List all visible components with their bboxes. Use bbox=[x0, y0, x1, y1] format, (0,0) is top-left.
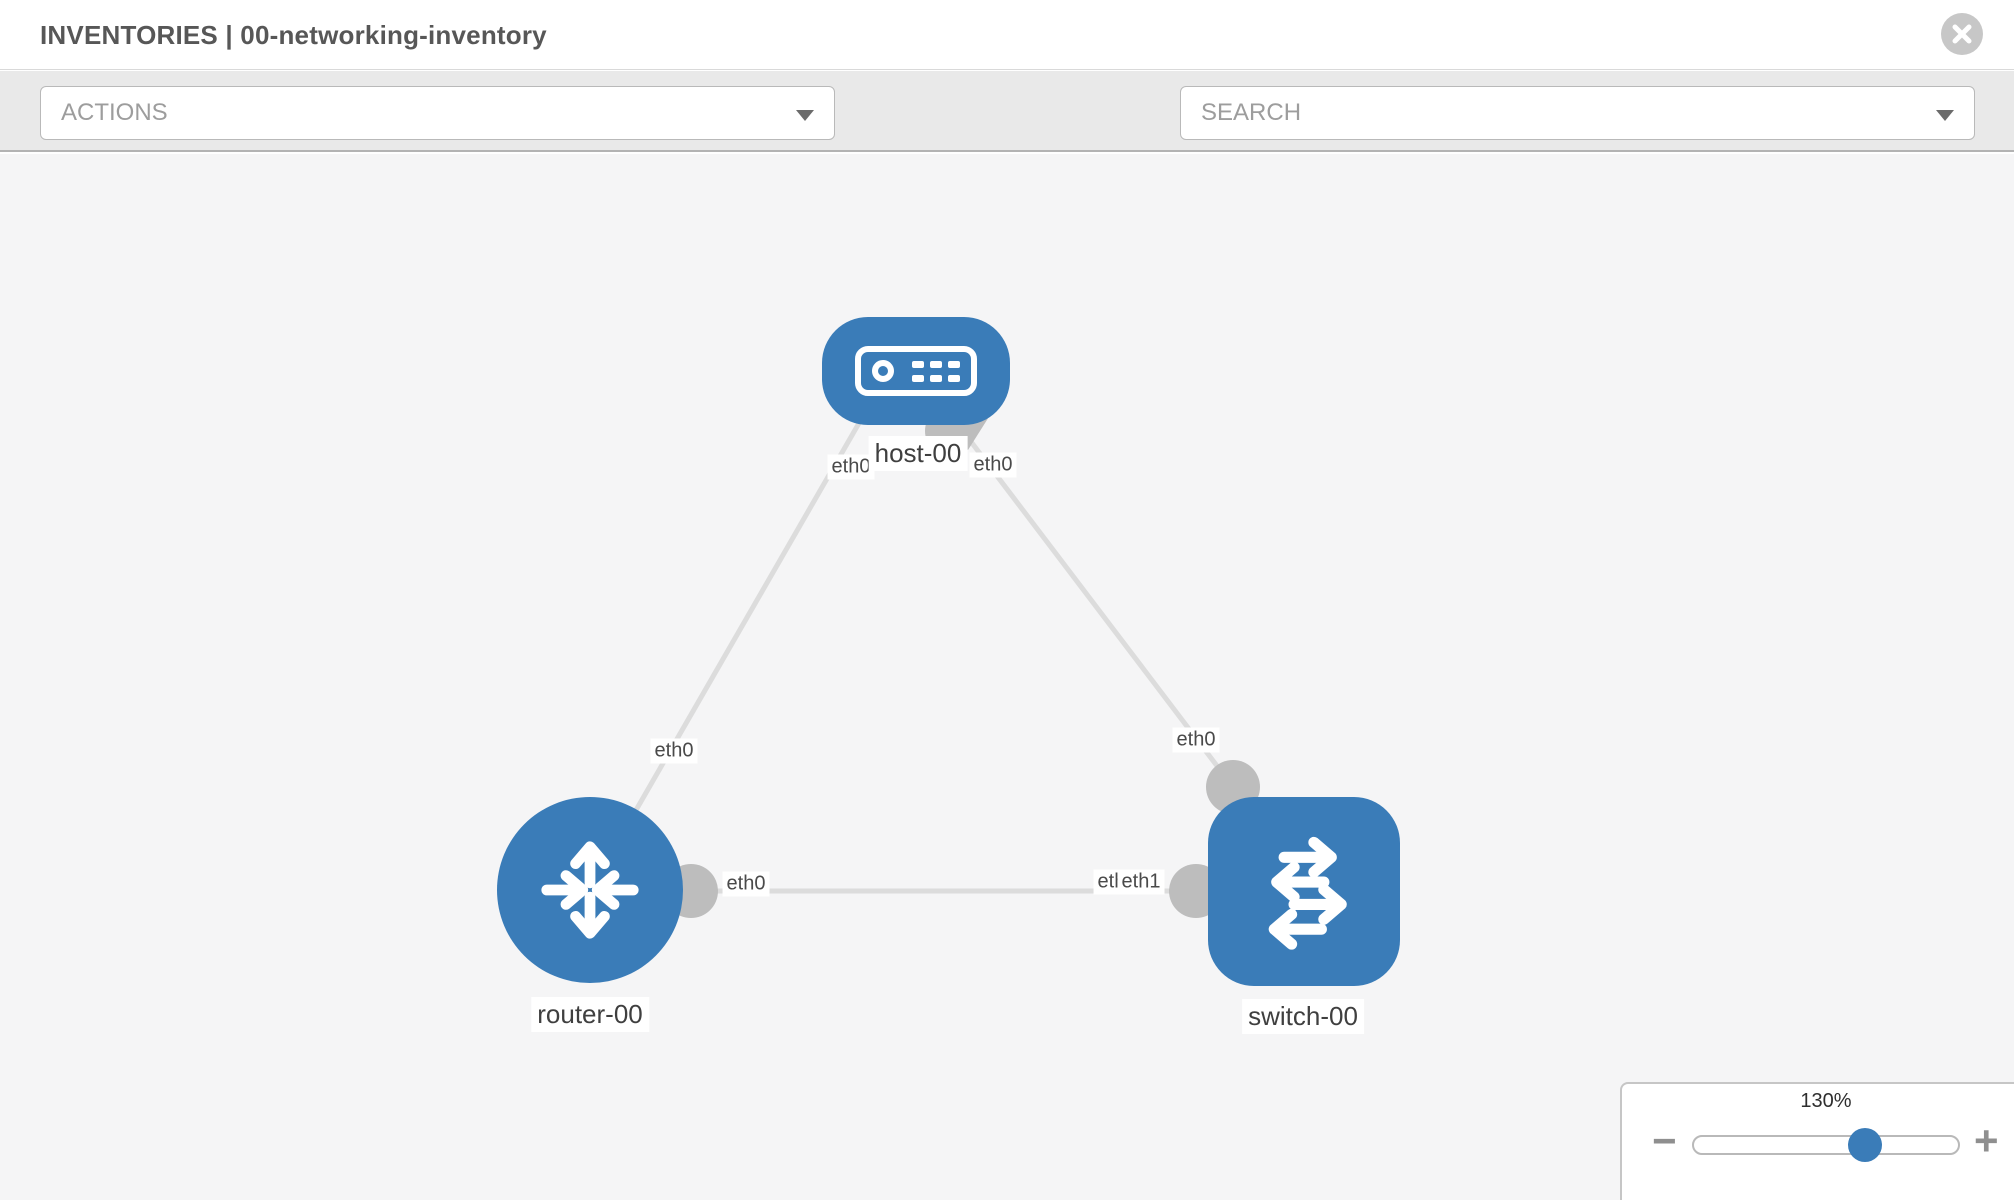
node-switch-00[interactable] bbox=[1208, 797, 1400, 986]
chevron-down-icon bbox=[796, 110, 814, 121]
interface-label-switch-left-eth1: eth1 bbox=[1117, 869, 1165, 895]
interface-label-link1-mid: eth0 bbox=[650, 738, 698, 764]
zoom-percent-value: 130% bbox=[1800, 1090, 1852, 1112]
zoom-slider-track[interactable] bbox=[1692, 1135, 1960, 1155]
search-dropdown[interactable]: SEARCH bbox=[1180, 86, 1975, 140]
interface-label-switch-top: eth0 bbox=[1172, 727, 1220, 753]
topology-canvas[interactable]: host-00 router-00 switch-00 eth0 eth0 et… bbox=[0, 154, 2014, 1200]
close-icon bbox=[1952, 24, 1972, 44]
node-label-router: router-00 bbox=[531, 997, 649, 1032]
node-router-00[interactable] bbox=[497, 797, 683, 983]
node-label-host: host-00 bbox=[868, 436, 968, 471]
zoom-control-panel: 130% − + bbox=[1620, 1082, 2014, 1200]
interface-label-host-left: eth0 bbox=[827, 454, 875, 480]
switch-icon bbox=[1268, 836, 1347, 950]
page-title: INVENTORIES | 00-networking-inventory bbox=[40, 20, 547, 50]
actions-dropdown-label: ACTIONS bbox=[61, 99, 168, 126]
toolbar: ACTIONS SEARCH bbox=[0, 71, 2014, 201]
zoom-in-button[interactable]: + bbox=[1974, 1117, 1999, 1164]
host-icon bbox=[855, 346, 977, 396]
chevron-down-icon bbox=[1936, 110, 1954, 121]
node-label-switch: switch-00 bbox=[1242, 999, 1364, 1034]
interface-label-router-right: eth0 bbox=[722, 871, 770, 897]
search-dropdown-label: SEARCH bbox=[1201, 99, 1302, 126]
header-bar: INVENTORIES | 00-networking-inventory bbox=[0, 0, 2014, 70]
close-button[interactable] bbox=[1941, 13, 1983, 55]
topology-links-layer bbox=[587, 402, 1304, 918]
zoom-out-button[interactable]: − bbox=[1652, 1117, 1677, 1164]
interface-label-host-right: eth0 bbox=[969, 452, 1017, 478]
actions-dropdown[interactable]: ACTIONS bbox=[40, 86, 835, 140]
zoom-slider-thumb[interactable] bbox=[1848, 1128, 1882, 1162]
router-icon bbox=[541, 841, 639, 939]
node-host-00[interactable] bbox=[822, 317, 1010, 425]
